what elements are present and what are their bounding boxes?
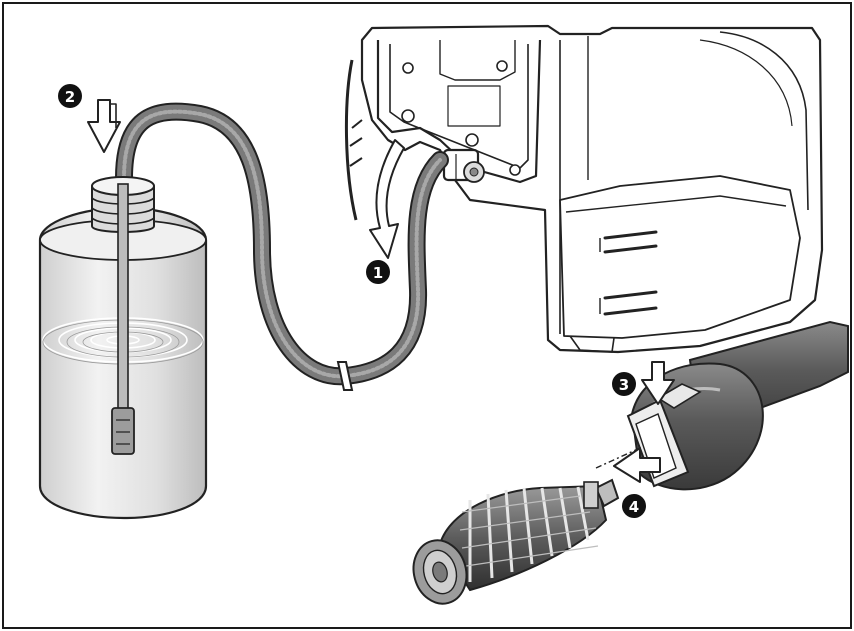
pressure-washer-body (344, 24, 824, 354)
suction-hose (115, 102, 449, 386)
step-badge-2: 2 (58, 84, 82, 108)
step-badge-4: 4 (622, 494, 646, 518)
hose-break-mark (336, 361, 354, 391)
suction-tube (111, 183, 135, 455)
step-number-3: 3 (619, 376, 629, 394)
detergent-nozzle (412, 478, 620, 605)
alignment-line (595, 447, 641, 469)
push-arrow-down-icon (87, 99, 121, 153)
step-number-2: 2 (65, 88, 75, 106)
step-badge-3: 3 (612, 372, 636, 396)
step-badge-1: 1 (366, 260, 390, 284)
step-number-1: 1 (373, 264, 383, 282)
press-arrow-down-icon (641, 361, 675, 405)
step-number-4: 4 (629, 498, 639, 516)
curved-arrow-down-icon (369, 139, 405, 259)
pull-arrow-left-icon (613, 447, 661, 483)
